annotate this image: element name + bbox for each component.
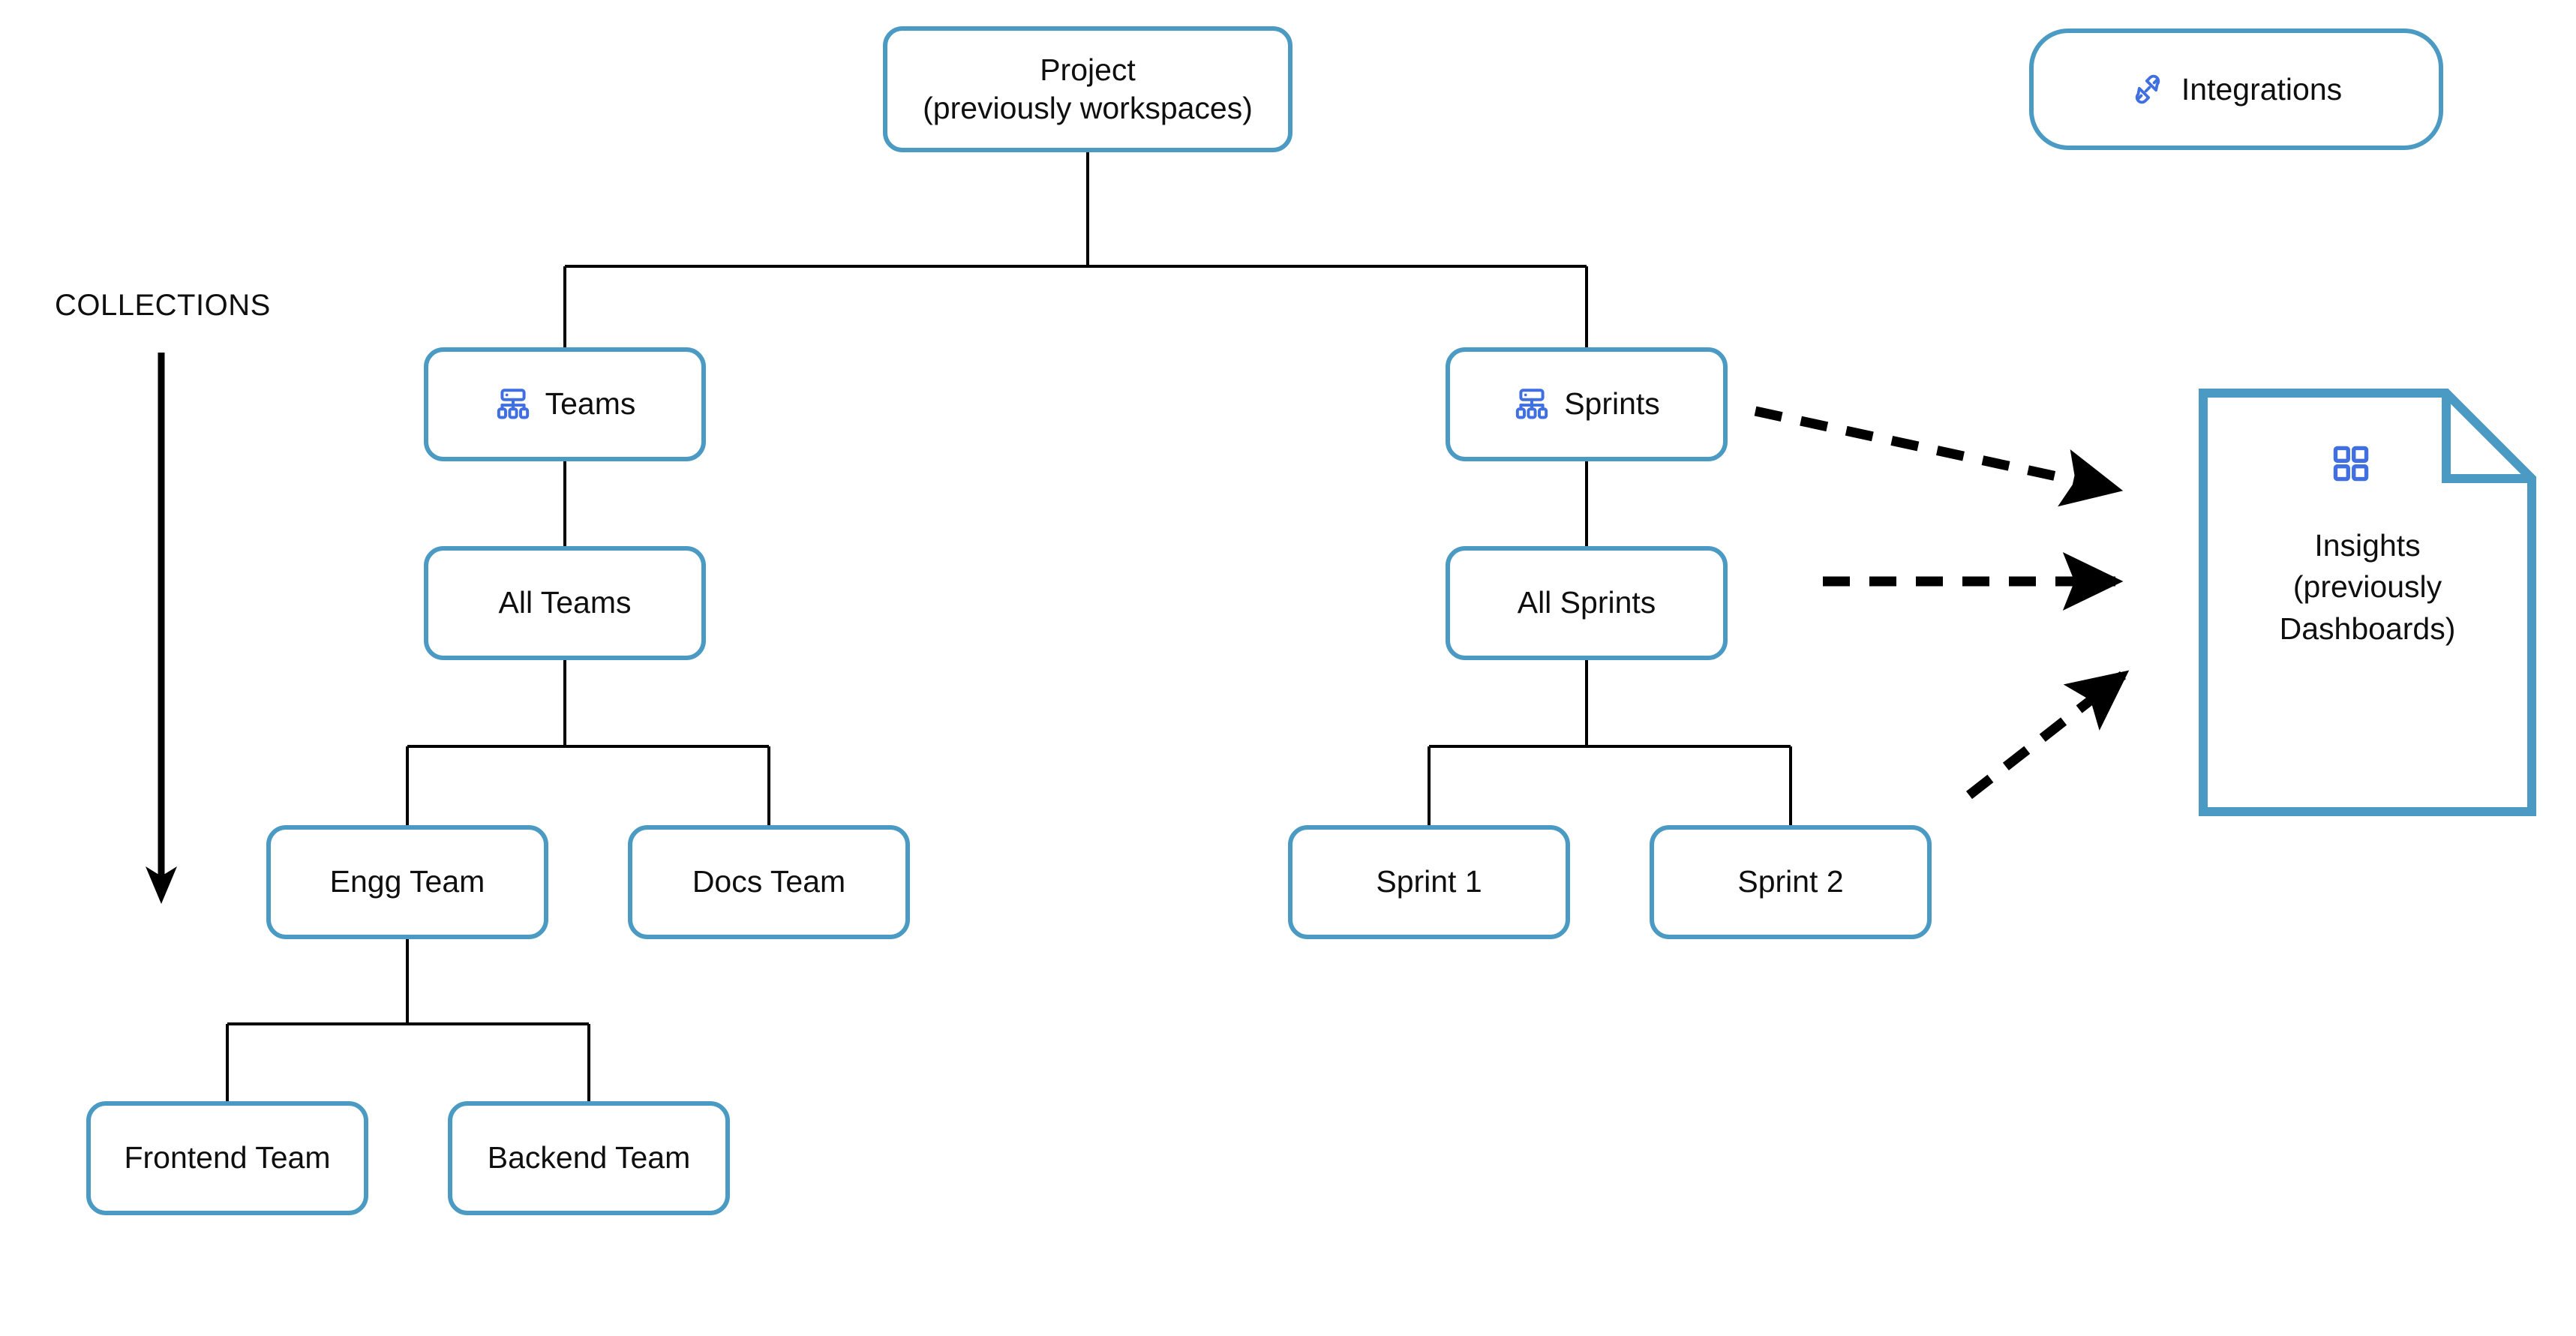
node-teams[interactable]: Teams: [424, 347, 706, 461]
node-engg-team-label: Engg Team: [329, 864, 485, 899]
collections-label: COLLECTIONS: [55, 289, 271, 322]
edge-engg-team-to-children: [226, 939, 590, 1101]
node-docs-team-label: Docs Team: [692, 864, 846, 899]
node-frontend-team-label: Frontend Team: [124, 1140, 331, 1175]
node-sprint-2[interactable]: Sprint 2: [1650, 825, 1932, 939]
edge-sprints-to-insights: [1754, 406, 2124, 507]
node-all-teams[interactable]: All Teams: [424, 546, 706, 660]
node-sprints[interactable]: Sprints: [1446, 347, 1728, 461]
node-sprint-2-label: Sprint 2: [1737, 864, 1844, 899]
edge-all-teams-to-children: [406, 660, 770, 825]
node-insights[interactable]: [2199, 389, 2536, 816]
plug-connector-icon: [2130, 72, 2165, 107]
integrations-pill[interactable]: Integrations: [2029, 29, 2443, 150]
hierarchy-icon: [1513, 386, 1551, 423]
integrations-label: Integrations: [2181, 71, 2343, 107]
node-project[interactable]: Project (previously workspaces): [883, 26, 1293, 152]
node-all-sprints-label: All Sprints: [1517, 585, 1656, 620]
collections-arrow: [146, 353, 177, 904]
node-sprint-1-label: Sprint 1: [1376, 864, 1482, 899]
node-insights-label: Insights (previously Dashboards): [2279, 528, 2456, 646]
node-all-teams-label: All Teams: [498, 585, 632, 620]
node-docs-team[interactable]: Docs Team: [628, 825, 910, 939]
node-sprints-label: Sprints: [1564, 386, 1660, 422]
node-sprint-1[interactable]: Sprint 1: [1288, 825, 1570, 939]
node-all-sprints[interactable]: All Sprints: [1446, 546, 1728, 660]
grid-dashboard-icon: [2330, 443, 2372, 485]
node-backend-team[interactable]: Backend Team: [448, 1101, 730, 1215]
node-backend-team-label: Backend Team: [487, 1140, 691, 1175]
node-project-label: Project (previously workspaces): [923, 52, 1253, 125]
edge-sprint-children-to-insights: [1966, 670, 2130, 800]
node-engg-team[interactable]: Engg Team: [266, 825, 548, 939]
node-teams-label: Teams: [545, 386, 636, 422]
hierarchy-icon: [494, 386, 532, 423]
edge-all-sprints-to-children: [1428, 660, 1792, 825]
edge-project-to-branch: [563, 152, 1588, 347]
node-frontend-team[interactable]: Frontend Team: [86, 1101, 368, 1215]
